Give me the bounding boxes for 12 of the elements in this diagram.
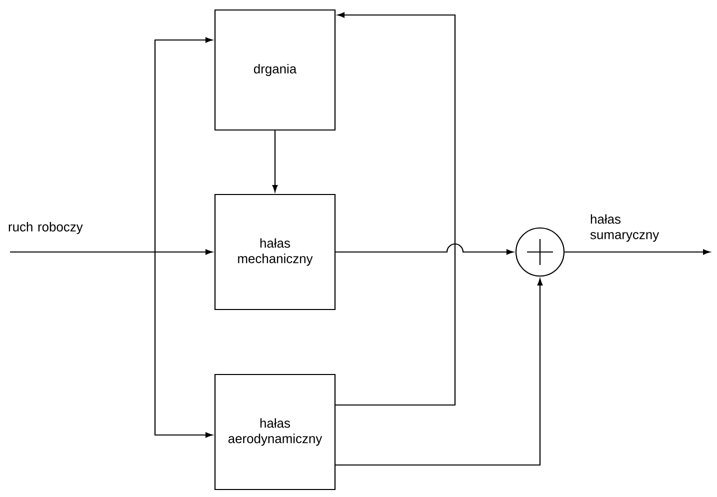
process-box: drgania <box>214 9 336 131</box>
arrow <box>336 278 543 466</box>
edge-label: hałas sumaryczny <box>589 213 671 243</box>
arrow <box>272 130 278 192</box>
process-box: hałas aerodynamiczny <box>214 374 336 490</box>
arrow <box>336 243 514 255</box>
summing-junction <box>515 227 565 277</box>
process-box: hałas mechaniczny <box>214 194 336 310</box>
edge-label: ruch roboczy <box>7 220 89 236</box>
arrow <box>336 12 456 406</box>
arrow <box>10 251 212 438</box>
arrow <box>564 249 710 255</box>
